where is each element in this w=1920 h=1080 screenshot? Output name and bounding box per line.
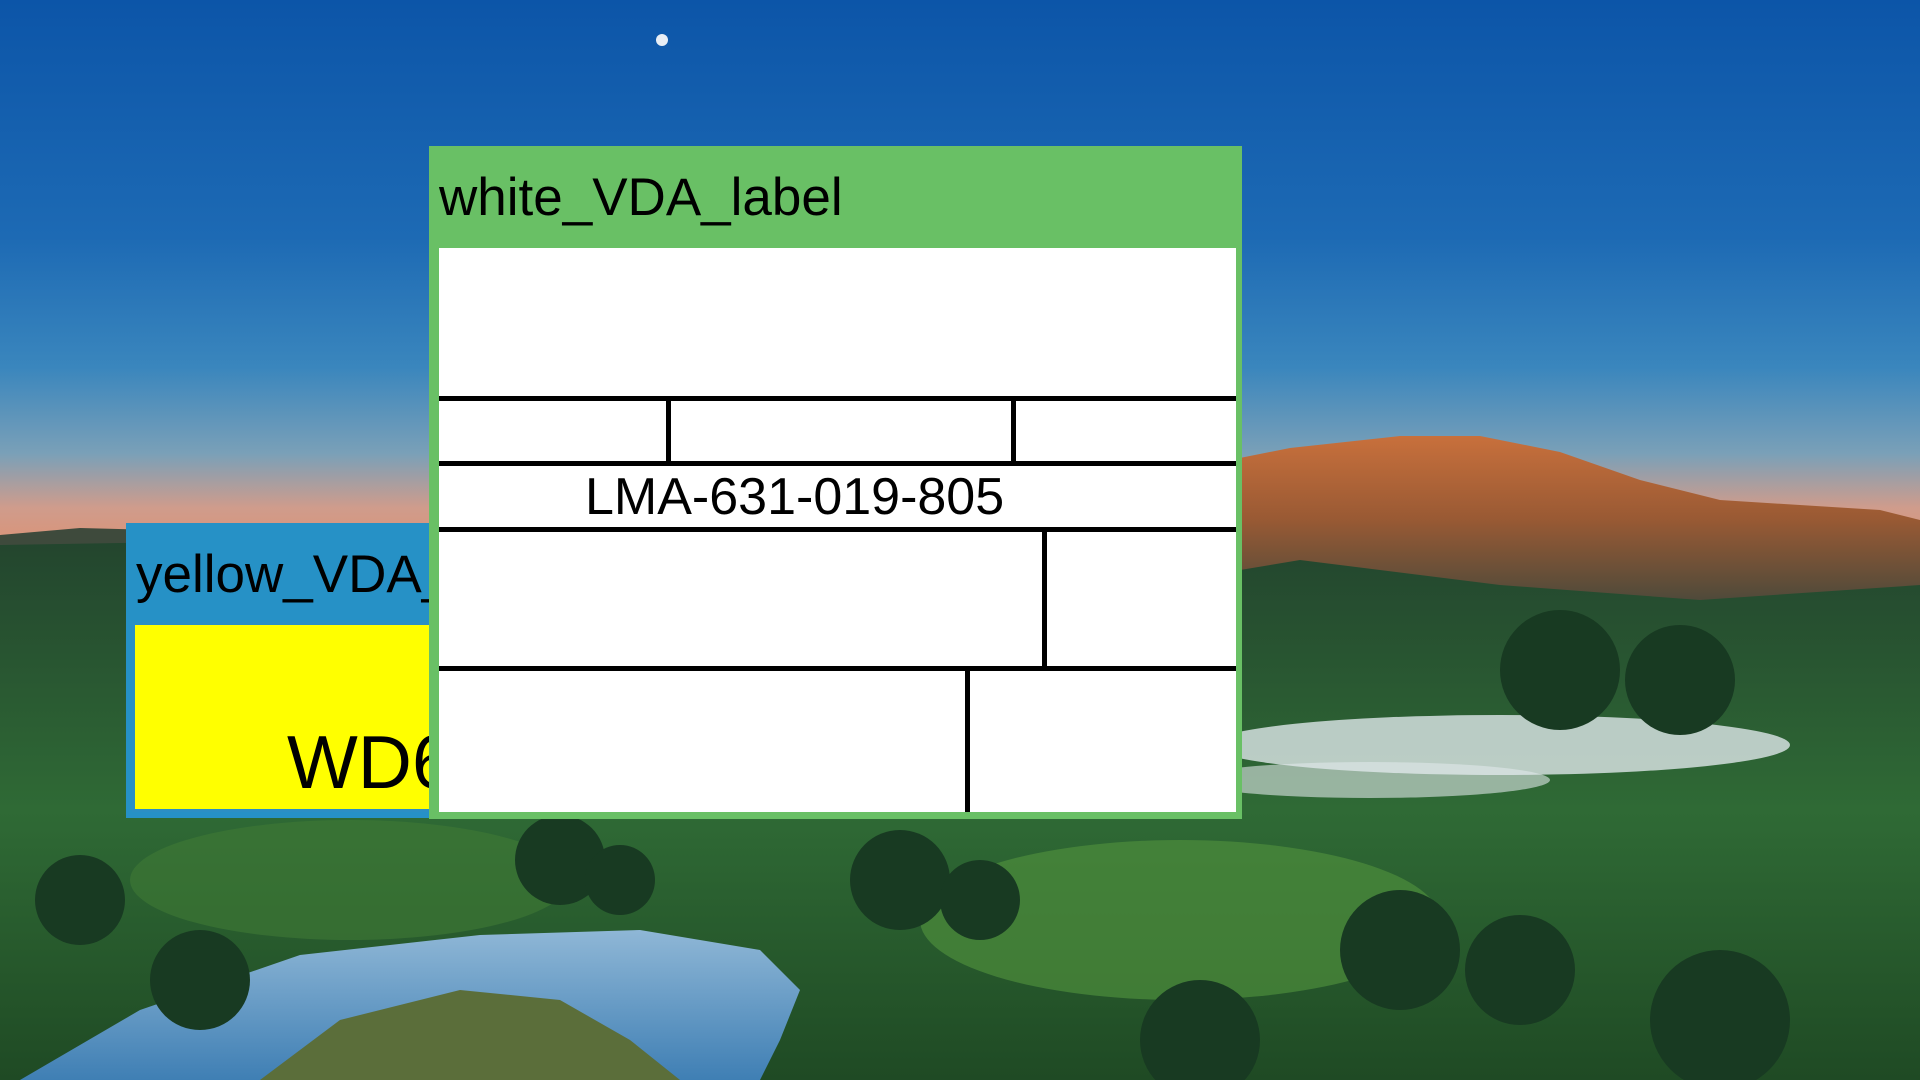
divider bbox=[1011, 398, 1016, 462]
divider bbox=[439, 461, 1236, 466]
window-title: white_VDA_label bbox=[439, 168, 843, 227]
divider bbox=[439, 527, 1236, 532]
divider bbox=[666, 398, 671, 462]
divider bbox=[965, 668, 970, 812]
label-code-text: LMA-631-019-805 bbox=[585, 468, 1005, 526]
label-code-text: WD6 bbox=[287, 720, 454, 804]
yellow-vda-label-window[interactable]: yellow_VDA_label WD6 bbox=[126, 523, 563, 818]
divider bbox=[439, 396, 1236, 401]
white-label-content: LMA-631-019-805 bbox=[433, 242, 1242, 818]
white-vda-label-window[interactable]: white_VDA_label LMA-631-019-805 bbox=[429, 146, 1242, 819]
divider bbox=[439, 666, 1236, 671]
divider bbox=[1042, 529, 1047, 666]
